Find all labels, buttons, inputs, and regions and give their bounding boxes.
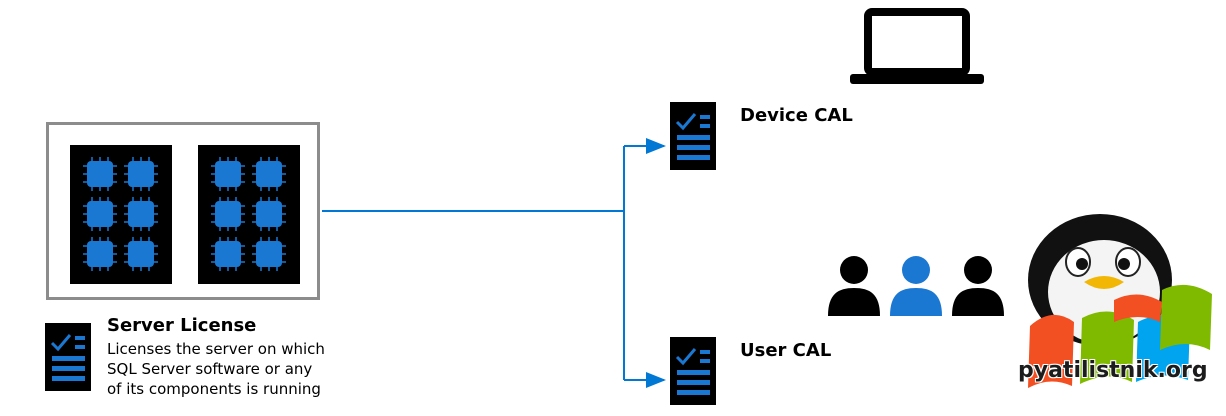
server-license-description: Licenses the server on which SQL Server … (107, 339, 325, 399)
cpu-chips-icon (211, 157, 286, 271)
cpu-chips-icon (83, 157, 158, 271)
device-cal-label: Device CAL (740, 105, 853, 126)
device-cal-icon (670, 102, 716, 170)
laptop-icon (850, 8, 984, 84)
server-license-title: Server License (107, 315, 257, 336)
server-rack-left (70, 145, 172, 284)
users-icon (828, 256, 1004, 316)
description-line: of its components is running (107, 380, 321, 398)
server-license-icon (45, 323, 91, 391)
server-rack-right (198, 145, 300, 284)
user-cal-label: User CAL (740, 340, 832, 361)
server-box (46, 122, 320, 300)
description-line: SQL Server software or any (107, 360, 313, 378)
description-line: Licenses the server on which (107, 340, 325, 358)
user-cal-icon (670, 337, 716, 405)
penguin-logo-icon (1028, 214, 1212, 388)
watermark-text: pyatilistnik.org (1018, 358, 1208, 383)
